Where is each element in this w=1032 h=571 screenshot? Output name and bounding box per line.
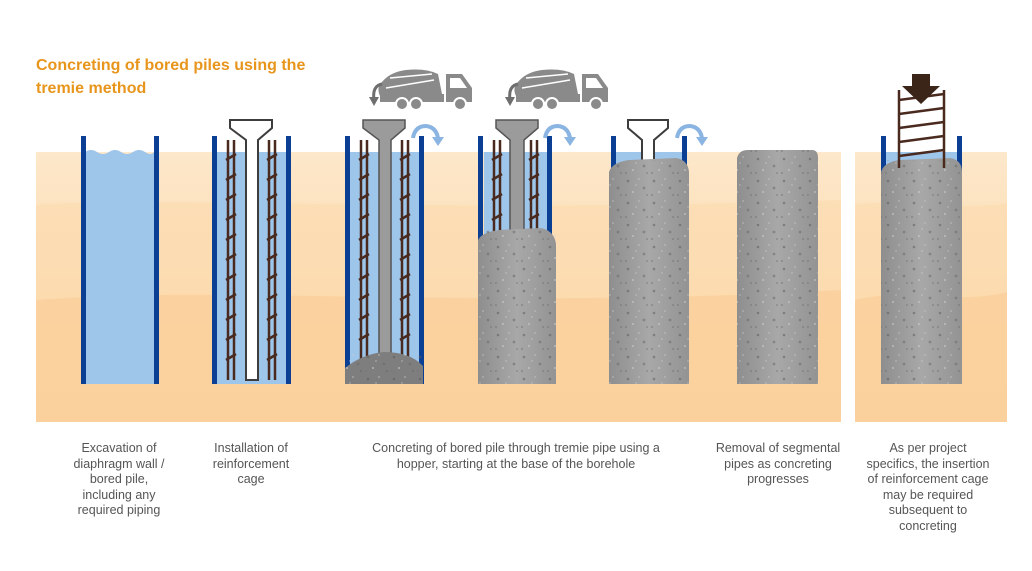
pile-step-1 bbox=[81, 136, 159, 384]
pile-step-3 bbox=[345, 119, 424, 384]
pile-step-5 bbox=[609, 119, 689, 384]
caption-step-1: Excavation of diaphragm wall / bored pil… bbox=[73, 441, 165, 517]
pile-step-4 bbox=[478, 119, 556, 384]
caption-step-4: Removal of segmental pipes as concreting… bbox=[715, 441, 841, 486]
curved-arrow-icon bbox=[411, 123, 440, 139]
caption-step-3: Concreting of bored pile through tremie … bbox=[372, 441, 660, 471]
pile-step-7 bbox=[881, 74, 962, 384]
diagram-title: Concreting of bored piles using the trem… bbox=[36, 57, 306, 97]
pile-step-2 bbox=[212, 119, 291, 384]
concrete-mixer-truck-icon bbox=[505, 69, 608, 111]
casing-wall bbox=[154, 136, 159, 384]
curved-arrow-icon bbox=[432, 137, 444, 146]
curved-arrow-icon bbox=[675, 123, 704, 139]
curved-arrow-icon bbox=[543, 123, 572, 139]
tremie-pipe bbox=[229, 119, 273, 381]
pile-step-6 bbox=[737, 150, 818, 384]
curved-arrow-icon bbox=[696, 137, 708, 146]
caption-step-5: As per project specifics, the insertion … bbox=[866, 441, 990, 533]
concrete-mixer-truck-icon bbox=[369, 69, 472, 111]
caption-step-2: Installation of reinforcement cage bbox=[212, 441, 290, 486]
casing-wall bbox=[81, 136, 86, 384]
reinforcement-cage bbox=[225, 140, 278, 380]
curved-arrow-icon bbox=[564, 137, 576, 146]
down-arrow-icon bbox=[902, 74, 940, 104]
